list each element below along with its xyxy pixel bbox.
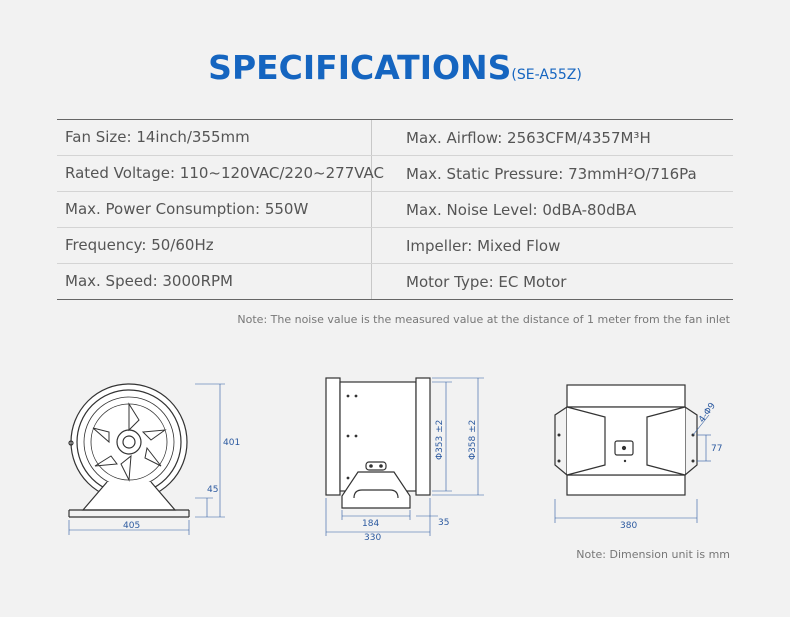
top-spacing-label: 77 bbox=[711, 444, 722, 454]
spec-motor-type: Motor Type: EC Motor bbox=[406, 272, 567, 291]
side-view-drawing: Φ353 ±2 Φ358 ±2 184 35 330 bbox=[325, 377, 484, 543]
spec-fan-size: Fan Size: 14inch/355mm bbox=[57, 120, 372, 155]
front-view-drawing: 401 45 405 bbox=[68, 383, 240, 535]
spec-row: Max. Power Consumption: 550W Max. Noise … bbox=[57, 192, 733, 228]
front-base-label: 45 bbox=[207, 485, 218, 495]
top-width-label: 380 bbox=[620, 521, 637, 531]
spec-max-airflow: Max. Airflow: 2563CFM/4357M³H bbox=[406, 128, 651, 147]
spec-static-pressure: Max. Static Pressure: 73mmH²O/716Pa bbox=[406, 164, 697, 183]
top-holes-label: 4-Φ9 bbox=[697, 401, 718, 425]
spec-row: Max. Speed: 3000RPM Motor Type: EC Motor bbox=[57, 264, 733, 299]
page-title: SPECIFICATIONS(SE-A55Z) bbox=[0, 48, 790, 87]
title-model: (SE-A55Z) bbox=[511, 67, 582, 83]
side-flange-label: 35 bbox=[438, 518, 449, 528]
title-main: SPECIFICATIONS bbox=[208, 48, 512, 87]
side-outer-dia-label: Φ358 ±2 bbox=[468, 420, 478, 460]
spec-impeller: Impeller: Mixed Flow bbox=[406, 236, 561, 255]
top-view-drawing: 380 77 4-Φ9 bbox=[554, 384, 722, 531]
side-length-label: 330 bbox=[364, 533, 381, 543]
spec-noise-level: Max. Noise Level: 0dBA-80dBA bbox=[406, 200, 637, 219]
spec-row: Frequency: 50/60Hz Impeller: Mixed Flow bbox=[57, 228, 733, 264]
spec-row: Fan Size: 14inch/355mm Max. Airflow: 256… bbox=[57, 120, 733, 156]
spec-max-speed: Max. Speed: 3000RPM bbox=[57, 264, 372, 299]
spec-rated-voltage: Rated Voltage: 110~120VAC/220~277VAC bbox=[57, 156, 384, 191]
front-width-label: 405 bbox=[123, 521, 140, 531]
front-height-label: 401 bbox=[223, 438, 240, 448]
noise-note: Note: The noise value is the measured va… bbox=[237, 313, 730, 326]
spec-frequency: Frequency: 50/60Hz bbox=[57, 228, 372, 263]
spec-row: Rated Voltage: 110~120VAC/220~277VAC Max… bbox=[57, 156, 733, 192]
spec-table: Fan Size: 14inch/355mm Max. Airflow: 256… bbox=[57, 119, 733, 300]
side-foot-label: 184 bbox=[362, 519, 379, 529]
dimension-note: Note: Dimension unit is mm bbox=[576, 548, 730, 561]
spec-power: Max. Power Consumption: 550W bbox=[57, 192, 372, 227]
side-inner-dia-label: Φ353 ±2 bbox=[435, 420, 445, 460]
